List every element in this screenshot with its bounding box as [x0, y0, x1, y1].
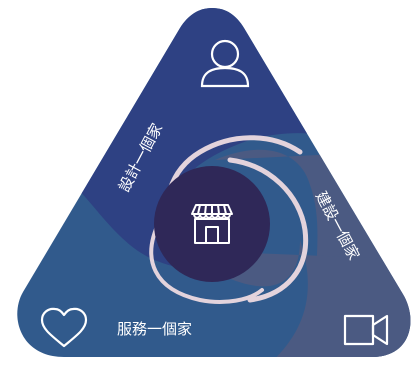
- video-camera-icon: [343, 314, 389, 346]
- person-icon: [200, 39, 250, 88]
- swirl-edge-right: [227, 157, 309, 303]
- center-circle: [154, 166, 270, 282]
- segment-label-left: 服務一個家: [117, 320, 192, 338]
- heart-icon: [40, 307, 88, 348]
- swirl-edge-left: [149, 218, 264, 304]
- storefront-icon: [191, 204, 233, 244]
